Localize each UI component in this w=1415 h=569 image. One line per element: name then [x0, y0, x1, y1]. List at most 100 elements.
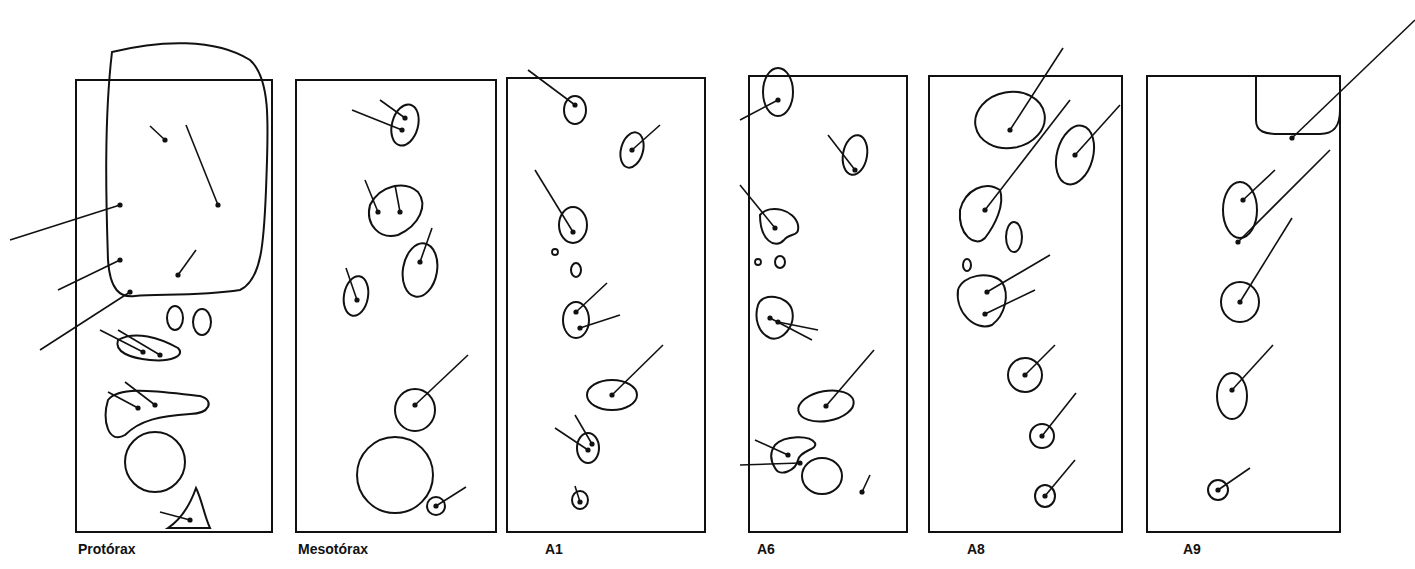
- seta: [160, 512, 190, 520]
- seta: [178, 250, 196, 275]
- seta-base: [1215, 487, 1220, 492]
- seta: [352, 110, 402, 130]
- seta-base: [982, 207, 987, 212]
- sclerite: [1030, 424, 1054, 448]
- sclerite: [1221, 282, 1259, 322]
- seta-base: [589, 441, 594, 446]
- seta: [1218, 468, 1250, 490]
- seta: [740, 463, 800, 465]
- sclerite: [167, 306, 183, 330]
- seta-base: [1235, 239, 1240, 244]
- sclerite: [559, 207, 587, 243]
- segment-label: A1: [545, 542, 563, 557]
- seta-base: [127, 289, 132, 294]
- seta-base: [140, 349, 145, 354]
- seta: [10, 205, 120, 240]
- seta-base: [433, 503, 438, 508]
- seta-base: [215, 202, 220, 207]
- sclerite: [125, 432, 185, 492]
- seta: [1045, 460, 1075, 496]
- seta-base: [152, 402, 157, 407]
- seta: [346, 268, 357, 300]
- seta: [365, 180, 378, 212]
- seta: [40, 292, 130, 350]
- seta: [612, 345, 663, 395]
- seta-base: [609, 392, 614, 397]
- seta-base: [629, 147, 634, 152]
- seta: [118, 330, 160, 355]
- seta-base: [823, 403, 828, 408]
- seta: [380, 100, 405, 118]
- segment-panel: [929, 76, 1122, 532]
- sclerite: [168, 488, 210, 528]
- seta: [420, 228, 432, 262]
- seta-base: [375, 209, 380, 214]
- seta-base: [775, 97, 780, 102]
- seta: [580, 315, 620, 328]
- sclerite: [193, 309, 211, 335]
- seta: [755, 440, 788, 455]
- sclerite: [106, 391, 209, 437]
- sclerite: [958, 275, 1006, 326]
- seta: [1238, 150, 1330, 242]
- seta: [58, 260, 120, 290]
- sclerite: [369, 186, 422, 236]
- pore: [552, 249, 558, 255]
- seta-base: [767, 315, 772, 320]
- seta: [632, 125, 660, 150]
- seta-base: [175, 272, 180, 277]
- seta-base: [402, 115, 407, 120]
- seta-base: [859, 489, 864, 494]
- sclerite: [1208, 480, 1228, 500]
- seta-base: [187, 517, 192, 522]
- seta-base: [785, 452, 790, 457]
- seta: [125, 382, 155, 405]
- sclerite: [963, 259, 971, 271]
- seta: [1232, 345, 1273, 390]
- seta-base: [417, 259, 422, 264]
- seta: [1025, 345, 1055, 375]
- seta: [862, 475, 870, 492]
- seta-base: [135, 405, 140, 410]
- sclerite: [395, 389, 435, 431]
- seta: [985, 290, 1035, 314]
- seta: [576, 283, 607, 312]
- segment-label: A9: [1183, 542, 1201, 557]
- sclerite: [1050, 121, 1100, 188]
- sclerite: [357, 437, 433, 513]
- seta-base: [775, 319, 780, 324]
- seta: [740, 100, 778, 120]
- sclerite: [587, 380, 637, 410]
- sclerite: [427, 497, 445, 515]
- seta-base: [982, 311, 987, 316]
- seta-base: [157, 352, 162, 357]
- sclerite: [775, 256, 785, 268]
- sclerite: [771, 437, 815, 472]
- seta-base: [1042, 493, 1047, 498]
- seta: [1243, 170, 1275, 200]
- seta-base: [772, 225, 777, 230]
- sclerite: [563, 302, 589, 338]
- seta: [778, 322, 818, 330]
- seta-base: [117, 202, 122, 207]
- pore: [755, 259, 761, 265]
- seta: [415, 355, 468, 405]
- seta-base: [570, 229, 575, 234]
- seta-base: [412, 402, 417, 407]
- sclerite: [106, 43, 267, 296]
- sclerite: [971, 86, 1050, 153]
- seta: [1042, 393, 1076, 436]
- seta: [826, 350, 874, 406]
- sclerite: [757, 297, 793, 339]
- segment-label: A6: [757, 542, 775, 557]
- seta: [150, 126, 165, 140]
- seta-base: [1039, 433, 1044, 438]
- seta: [1010, 48, 1063, 130]
- sclerite: [796, 386, 856, 425]
- seta: [395, 185, 400, 212]
- seta-base: [1240, 197, 1245, 202]
- seta: [1240, 218, 1292, 302]
- sclerite: [399, 240, 442, 299]
- seta-base: [577, 499, 582, 504]
